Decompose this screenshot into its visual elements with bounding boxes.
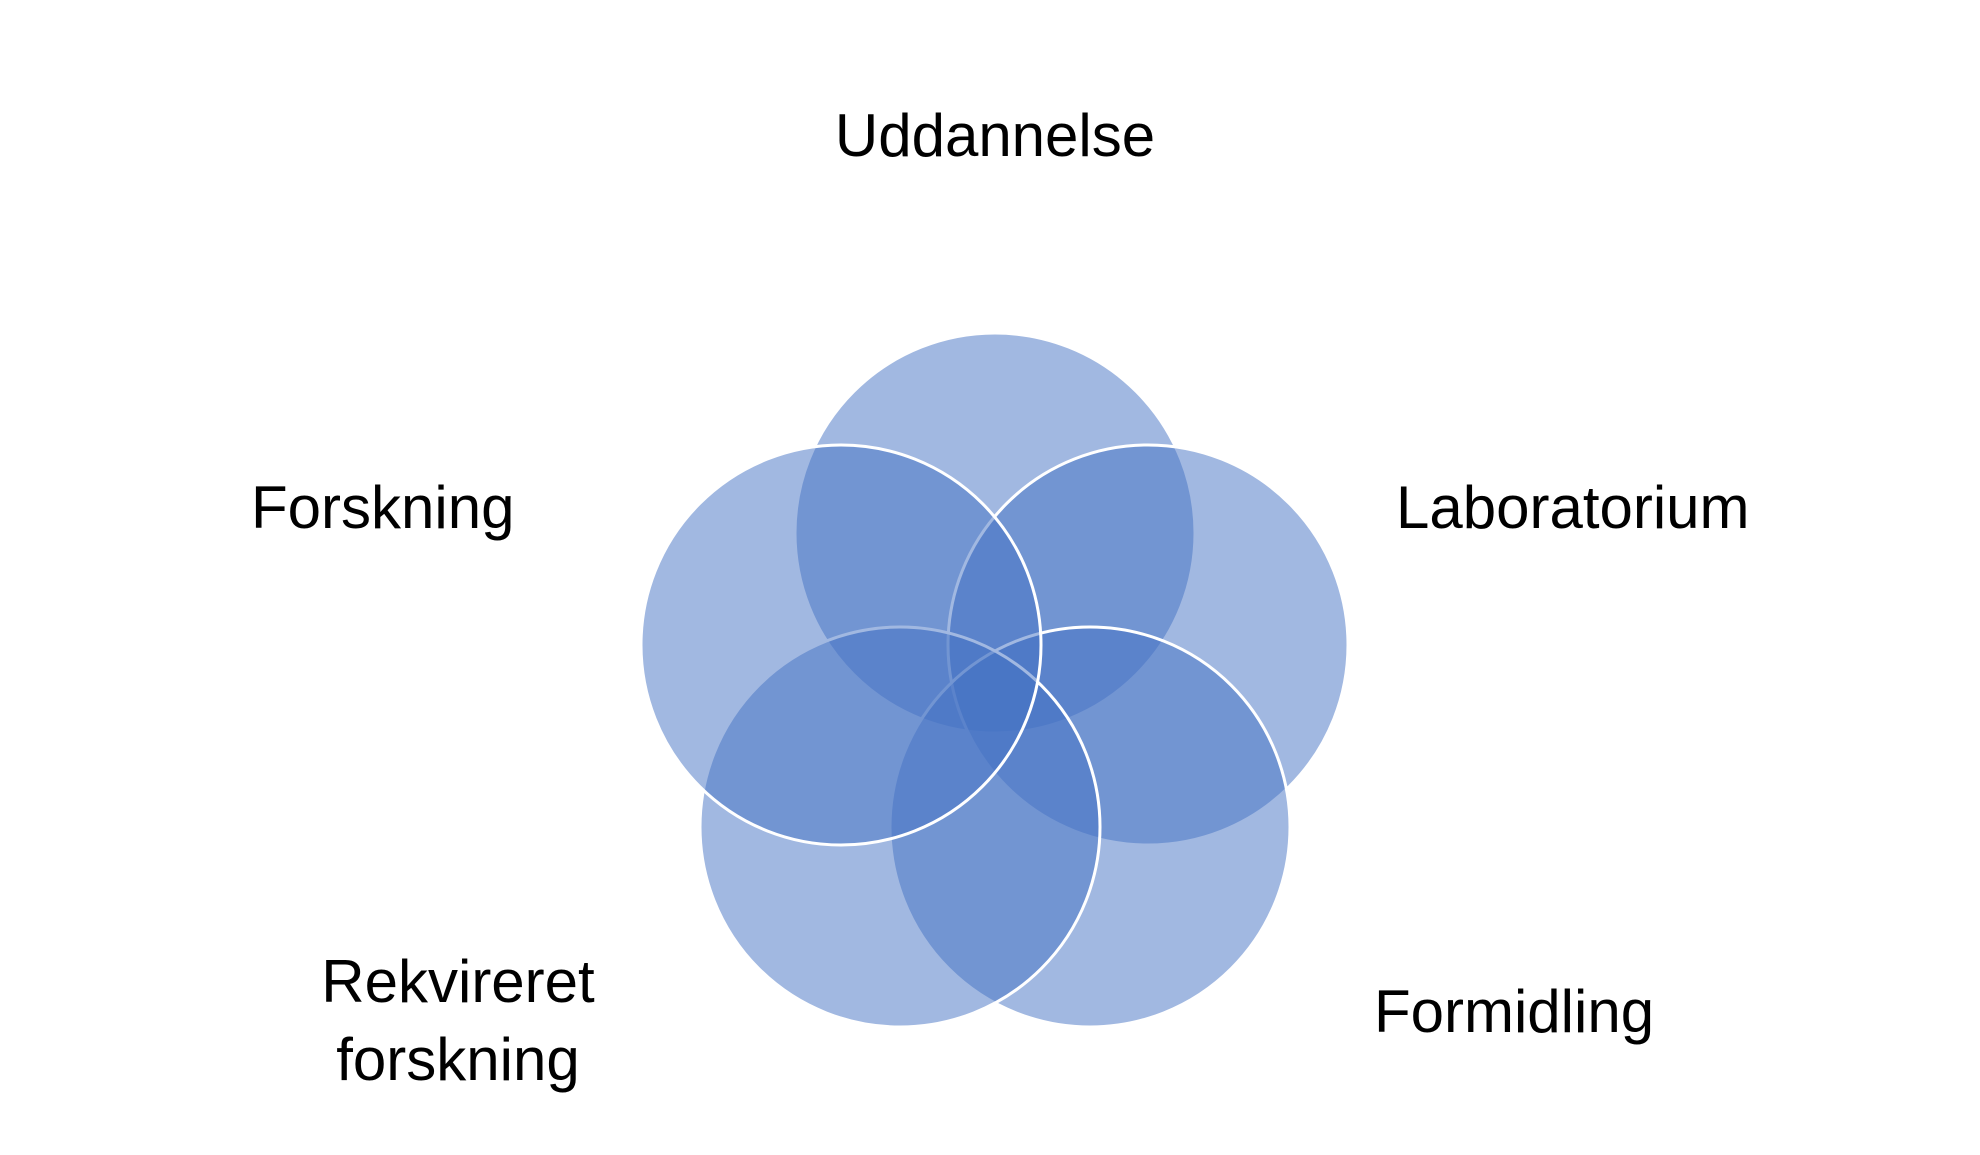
label-line-2: forskning <box>336 1026 580 1093</box>
venn-circle-forskning <box>639 443 1043 847</box>
label-laboratorium: Laboratorium <box>1396 474 1750 541</box>
label-rekvireret-forskning: Rekvireret forskning <box>321 943 594 1099</box>
label-uddannelse: Uddannelse <box>834 102 1156 169</box>
label-line-1: Rekvireret <box>321 948 595 1015</box>
label-forskning: Forskning <box>251 474 515 541</box>
label-formidling: Formidling <box>1374 978 1655 1045</box>
